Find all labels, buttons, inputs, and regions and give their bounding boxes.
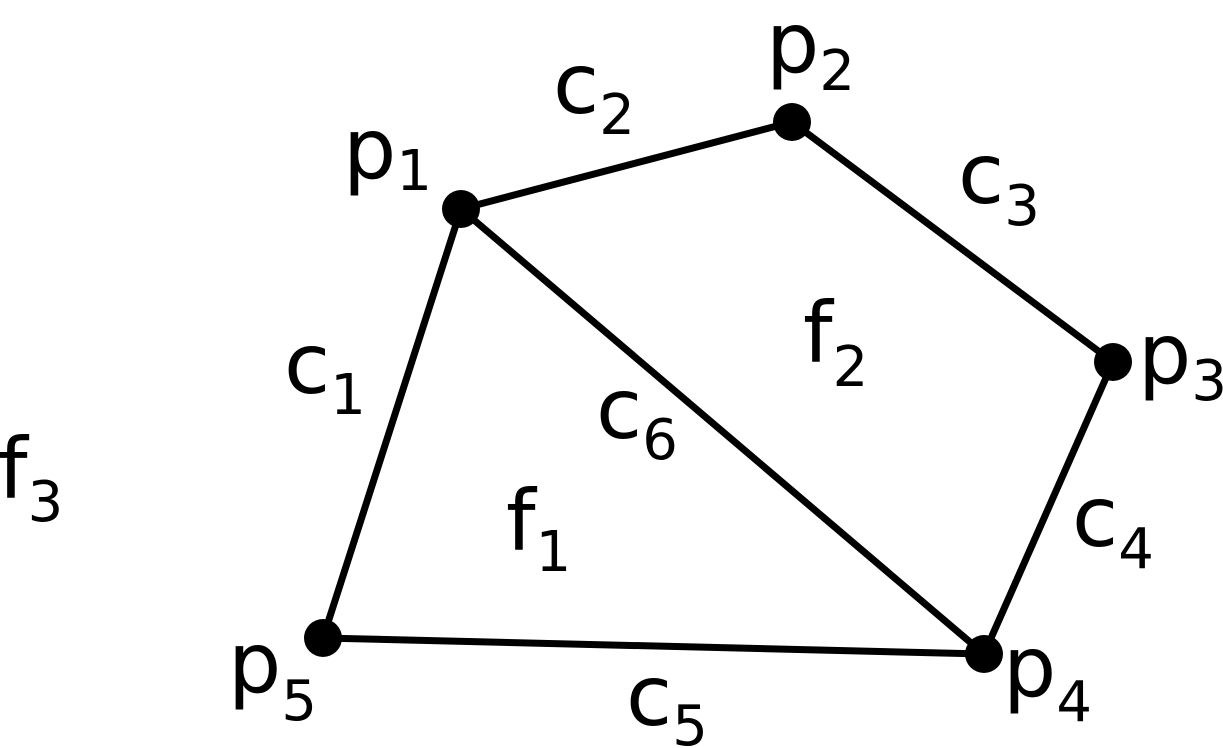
label-f3: f3 [0,420,63,535]
vertex-p5 [304,619,342,657]
vertex-p1 [442,190,480,228]
label-c5: c5 [626,647,708,748]
label-p3: p3 [1138,305,1223,414]
vertex-p2 [773,103,811,141]
vertices [304,103,1132,673]
edges [319,118,1117,658]
edge-c2 [457,118,796,213]
vertex-p4 [965,635,1003,673]
edge-c6 [457,205,988,658]
label-c1: c1 [284,315,366,428]
label-p5: p5 [228,614,317,734]
vertex-p3 [1094,343,1132,381]
edge-c5 [319,634,988,658]
label-c3: c3 [958,125,1040,239]
label-f2: f2 [803,284,868,400]
label-p2: p2 [766,0,855,104]
edge-c4 [980,358,1117,658]
label-p1: p1 [343,100,432,204]
label-c2: c2 [553,35,635,148]
label-f1: f1 [506,472,571,585]
edge-c1 [319,205,465,642]
label-c6: c6 [596,360,678,473]
edge-c3 [788,118,1117,366]
label-c4: c4 [1072,468,1154,582]
label-p4: p4 [1003,618,1092,735]
